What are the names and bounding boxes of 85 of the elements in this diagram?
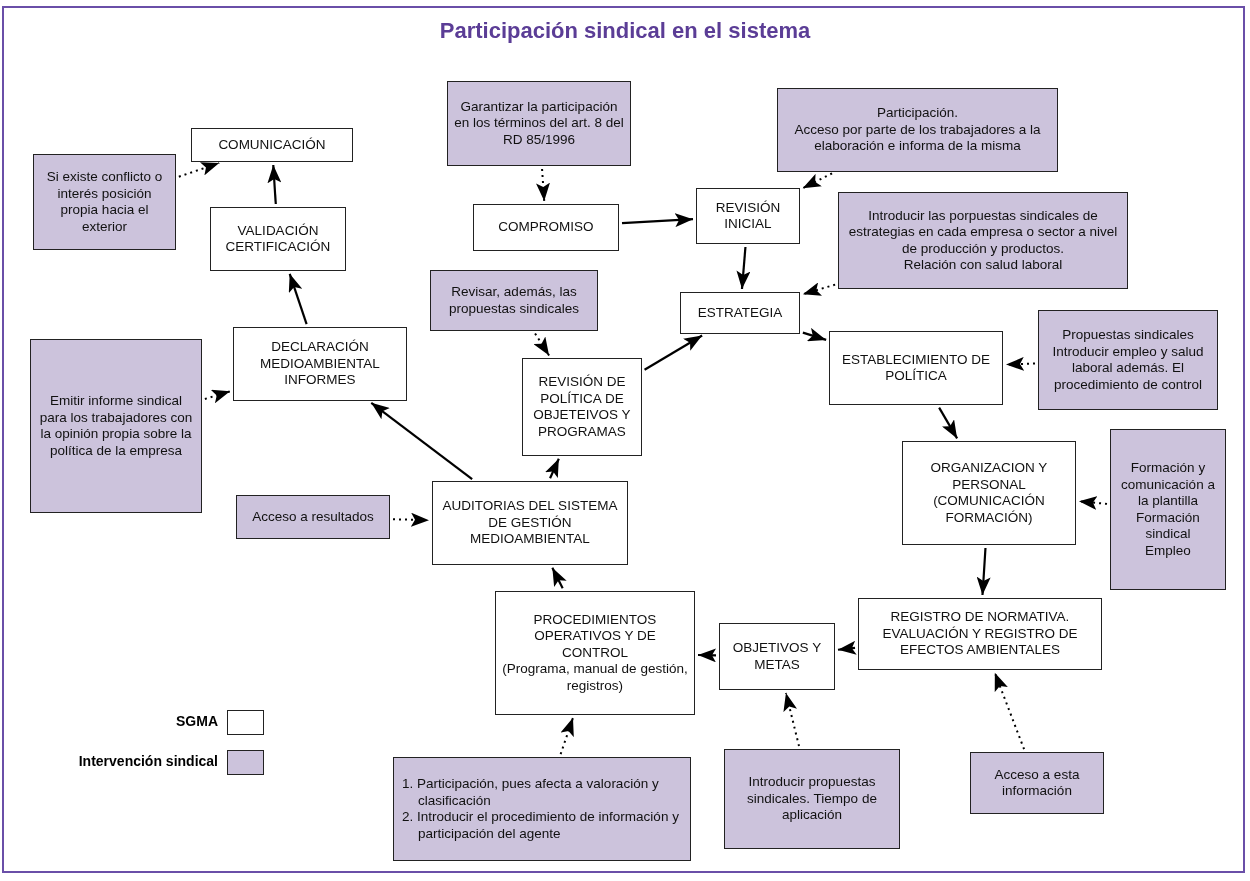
process-box	[680, 292, 800, 334]
union-note-box	[430, 270, 598, 331]
union-note-box	[33, 154, 176, 250]
union-note-box	[777, 88, 1058, 172]
process-box	[432, 481, 628, 565]
box-text: (Programa, manual de gestión, registros)	[501, 661, 689, 695]
arrow	[802, 327, 827, 342]
box-text: COMPROMISO	[498, 219, 594, 236]
dotted-arrow	[177, 161, 221, 178]
arrow	[697, 648, 717, 663]
box-text: Empleo	[1145, 542, 1191, 559]
box-text: PROCEDIMIENTOS OPERATIVOS Y DE CONTROL	[532, 611, 658, 662]
box-text: ORGANIZACION Y PERSONAL (COMUNICACIÓN FORMACIÓN)	[929, 460, 1049, 526]
dotted-arrow	[536, 168, 550, 202]
box-text: Propuestas sindicales	[1062, 327, 1194, 344]
box-text: Emitir informe sindical para los trabajadores con la opinión propia sobre la política de la empresa	[38, 393, 194, 459]
process-box	[191, 128, 353, 162]
union-note-box	[236, 495, 390, 539]
union-note-box	[970, 752, 1104, 814]
box-text: AUDITORIAS DEL SISTEMA DE GESTIÓN MEDIOAMBIENTAL	[441, 498, 619, 548]
box-text: Revisar, además, las propuestas sindicales	[448, 284, 580, 317]
arrow	[938, 407, 959, 439]
dotted-arrow	[801, 282, 837, 296]
process-box	[495, 591, 695, 715]
diagram-title: Participación sindical en el sistema	[438, 18, 812, 44]
arrow	[976, 547, 991, 596]
legend-label: Intervención sindical	[78, 753, 218, 769]
union-note-box	[447, 81, 631, 166]
dotted-arrow	[392, 512, 430, 527]
box-text: VALIDACIÓN CERTIFICACIÓN	[224, 222, 332, 256]
box-text: ESTRATEGIA	[697, 304, 783, 322]
process-box	[233, 327, 407, 401]
process-box	[902, 441, 1076, 545]
dotted-arrow	[1005, 356, 1036, 371]
dotted-arrow	[559, 716, 574, 756]
dotted-arrow	[801, 172, 834, 190]
process-box	[696, 188, 800, 244]
union-note-box	[1038, 310, 1218, 410]
arrow	[551, 567, 567, 589]
box-text: Formación sindical	[1135, 509, 1201, 543]
box-text: Introducir empleo y salud laboral además. El procedimiento de control	[1051, 343, 1205, 393]
box-text: Introducir propuestas sindicales. Tiempo de aplicación	[746, 774, 878, 824]
process-box	[829, 331, 1003, 405]
box-text: REVISIÓN DE POLÍTICA DE OBJETEIVOS Y PROGRAMAS	[532, 374, 632, 440]
box-text: Participación.	[876, 105, 958, 122]
arrow	[736, 246, 751, 290]
arrow	[837, 640, 857, 655]
box-text: Formación y comunicación a la plantilla	[1120, 460, 1216, 510]
box-text: Acceso a resultados	[252, 508, 374, 526]
box-text: Si existe conflicto o interés posición propia hacia el exterior	[45, 169, 164, 235]
dotted-arrow	[533, 332, 551, 357]
union-note-box	[30, 339, 202, 513]
box-text: 2. Introducir el procedimiento de información y participación del agente	[402, 809, 680, 842]
union-note-box	[393, 757, 691, 861]
box-text: Acceso por parte de los trabajadores a la elaboración e informa de la misma	[793, 121, 1042, 155]
process-box	[858, 598, 1102, 670]
process-box	[473, 204, 619, 251]
box-text: Relación con salud laboral	[903, 257, 1063, 274]
union-note-box	[1110, 429, 1226, 590]
union-note-box	[724, 749, 900, 849]
arrow	[644, 334, 703, 371]
process-box	[719, 623, 835, 690]
arrow	[267, 164, 282, 205]
box-text: 1. Participación, pues afecta a valoración y clasificación	[402, 776, 660, 809]
arrow	[545, 458, 560, 479]
process-box	[210, 207, 346, 271]
dotted-arrow	[993, 671, 1026, 751]
box-text: Introducir las porpuestas sindicales de estrategias en cada empresa o sector a nivel de producción y productos.	[847, 207, 1119, 257]
dotted-arrow	[783, 691, 800, 748]
legend-label: SGMA	[176, 713, 218, 729]
arrow	[621, 213, 694, 228]
box-text: COMUNICACIÓN	[218, 136, 326, 154]
box-text: ESTABLECIMIENTO DE POLÍTICA	[840, 351, 991, 385]
dotted-arrow	[203, 389, 232, 404]
arrow	[370, 401, 473, 481]
arrow	[288, 273, 308, 325]
box-text: OBJETIVOS Y METAS	[731, 640, 823, 673]
box-text: REVISIÓN INICIAL	[714, 199, 782, 233]
union-note-box	[838, 192, 1128, 289]
box-text: DECLARACIÓN MEDIOAMBIENTAL INFORMES	[259, 339, 381, 389]
box-text: Acceso a esta información	[993, 766, 1081, 800]
box-text: Garantizar la participación en los términos del art. 8 del RD 85/1996	[453, 98, 625, 149]
process-box	[522, 358, 642, 456]
box-text: REGISTRO DE NORMATIVA. EVALUACIÓN Y REGISTRO DE EFECTOS AMBIENTALES	[881, 609, 1079, 659]
dotted-arrow	[1078, 496, 1108, 510]
